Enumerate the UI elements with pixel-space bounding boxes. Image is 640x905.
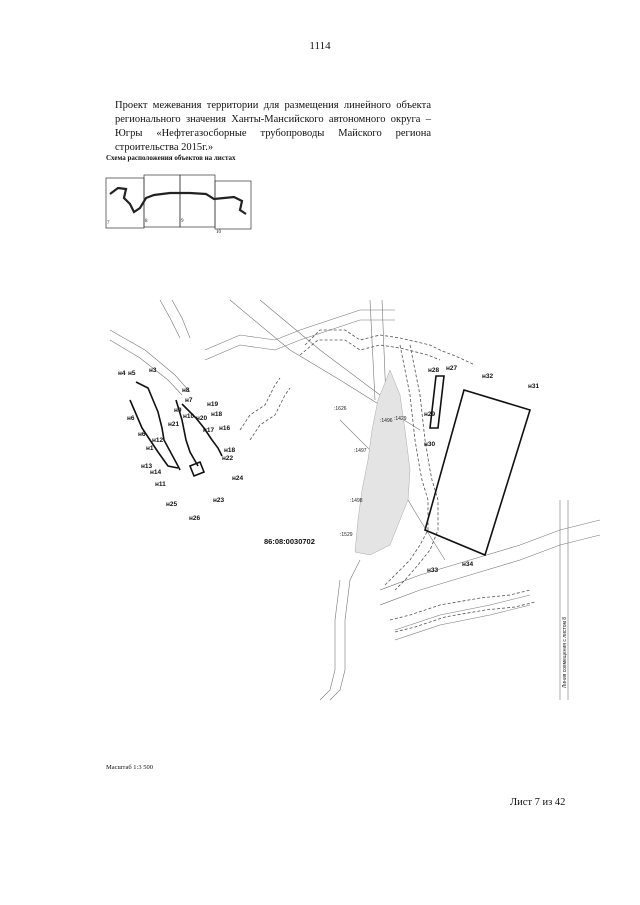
mini-sheet-10 bbox=[214, 180, 252, 230]
document-title-text: Проект межевания территории для размещен… bbox=[115, 100, 431, 153]
mini-sheet-label-8: 8 bbox=[145, 219, 148, 224]
point-label: н14 bbox=[150, 469, 162, 476]
point-label: н1 bbox=[146, 445, 154, 452]
point-label: н28 bbox=[428, 367, 440, 374]
scheme-label: Схема расположения объектов на листах bbox=[106, 154, 236, 162]
point-label: н30 bbox=[424, 441, 436, 448]
point-label: н23 bbox=[213, 497, 225, 504]
mini-sheet-label-7: 7 bbox=[107, 221, 110, 226]
mini-scheme bbox=[105, 174, 252, 230]
point-label: н19 bbox=[207, 401, 219, 408]
parcel-label: :1498 bbox=[350, 498, 363, 504]
point-label: н4 bbox=[118, 370, 126, 377]
point-label: н27 bbox=[446, 365, 458, 372]
point-label: н8 bbox=[182, 387, 190, 394]
point-label: н34 bbox=[462, 561, 474, 568]
point-label: н6 bbox=[138, 431, 146, 438]
parcel-label: :1497 bbox=[354, 448, 367, 454]
parcel-rect bbox=[424, 388, 532, 557]
page-number: 1114 bbox=[309, 40, 331, 52]
point-label: н18 bbox=[224, 447, 236, 454]
point-label: н21 bbox=[168, 421, 180, 428]
point-label: н24 bbox=[232, 475, 244, 482]
parcel-label: :1626 bbox=[334, 406, 347, 412]
point-label: н33 bbox=[427, 567, 439, 574]
route-main bbox=[129, 375, 445, 478]
cadastral-block-label: 86:08:0030702 bbox=[264, 537, 315, 546]
map-corridor bbox=[239, 329, 536, 633]
point-label: н13 bbox=[141, 463, 153, 470]
parcel-label: :1429 bbox=[394, 416, 407, 422]
scale-label: Масштаб 1:3 500 bbox=[106, 764, 153, 771]
point-label: н29 bbox=[424, 411, 436, 418]
point-label: н11 bbox=[155, 481, 166, 488]
map-stippled-area bbox=[354, 369, 411, 556]
point-label: н25 bbox=[166, 501, 178, 508]
point-label: н17 bbox=[203, 427, 215, 434]
point-label: н32 bbox=[482, 373, 494, 380]
point-label: н6 bbox=[127, 415, 135, 422]
parcel-label: :1496 bbox=[380, 418, 393, 424]
point-label: н20 bbox=[196, 415, 208, 422]
point-label: н22 bbox=[222, 455, 234, 462]
mini-sheet-7 bbox=[105, 177, 145, 229]
point-label: н3 bbox=[149, 367, 157, 374]
mini-route-line bbox=[109, 186, 247, 215]
point-label: н31 bbox=[528, 383, 540, 390]
mini-sheet-label-9: 9 bbox=[181, 219, 184, 224]
sheet-number-label: Лист 7 из 42 bbox=[510, 797, 566, 808]
mini-sheet-label-10: 10 bbox=[216, 230, 222, 235]
mini-sheet-8 bbox=[143, 174, 181, 228]
point-label: н26 bbox=[189, 515, 201, 522]
point-label: н12 bbox=[152, 437, 164, 444]
point-label: н18 bbox=[211, 411, 223, 418]
point-label: н16 bbox=[219, 425, 231, 432]
point-label: н10 bbox=[183, 413, 195, 420]
parcel-label: :1529 bbox=[340, 532, 353, 538]
document-title: Проект межевания территории для размещен… bbox=[115, 99, 431, 155]
mini-sheet-9 bbox=[179, 174, 216, 228]
point-label: н7 bbox=[185, 397, 193, 404]
point-label: н9 bbox=[174, 407, 182, 414]
match-line-label: Линия совмещения с листом 8 bbox=[562, 617, 568, 688]
point-label: н5 bbox=[128, 370, 136, 377]
